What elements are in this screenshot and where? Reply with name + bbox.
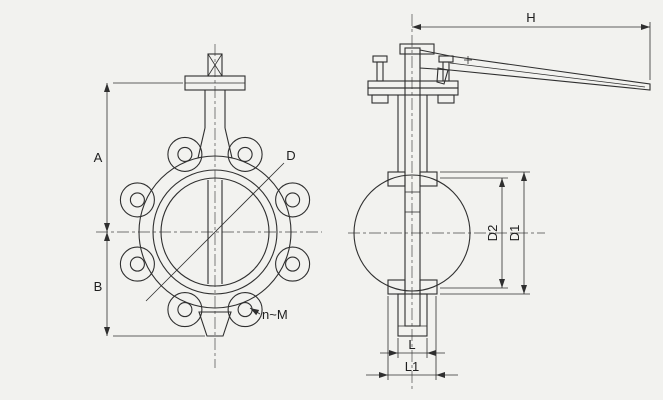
dim-label-d1: D1 <box>507 225 522 242</box>
dimension-d1: D1 <box>440 171 530 295</box>
dim-label-l1: L1 <box>405 359 419 374</box>
body-side-outline <box>353 174 471 292</box>
dim-label-d: D <box>286 148 295 163</box>
stem-neck <box>197 90 233 159</box>
bolt-note-label: n~M <box>262 307 288 322</box>
bolt-holes <box>129 146 301 318</box>
lug-ears <box>119 136 311 328</box>
stem-stub <box>207 53 223 77</box>
valve-seat-outer <box>152 169 278 295</box>
valve-seat-inner <box>160 177 270 287</box>
packing-gland <box>404 191 421 213</box>
handle-lever <box>399 43 651 91</box>
dimension-a: A <box>94 82 183 232</box>
neck-walls <box>397 95 428 172</box>
bolt-pattern-note: n~M <box>249 307 288 322</box>
bottom-boss <box>397 293 428 337</box>
dim-label-d2: D2 <box>485 225 500 242</box>
mounting-plate <box>367 80 459 96</box>
mounting-bolt-left <box>371 55 389 104</box>
side-view: H D2 D1 L <box>348 10 651 390</box>
dim-label-a: A <box>94 150 103 165</box>
front-view: A B D n~M <box>94 44 322 368</box>
valve-body-outline <box>138 155 292 309</box>
mounting-bolt-right <box>437 55 455 104</box>
handle-pivot-mark <box>464 56 472 64</box>
valve-disc-edge <box>207 180 223 284</box>
dim-label-l: L <box>408 337 415 352</box>
dim-label-b: B <box>94 279 103 294</box>
dimension-h: H <box>412 10 651 80</box>
dimension-d2: D2 <box>440 177 508 289</box>
dim-label-h: H <box>526 10 535 25</box>
bottom-foot <box>198 311 232 337</box>
dimension-l1: L1 <box>366 296 458 380</box>
dimension-l: L <box>380 337 445 358</box>
handle-trigger <box>436 67 449 85</box>
dimension-b: B <box>94 232 205 337</box>
dimension-d: D <box>145 148 296 302</box>
